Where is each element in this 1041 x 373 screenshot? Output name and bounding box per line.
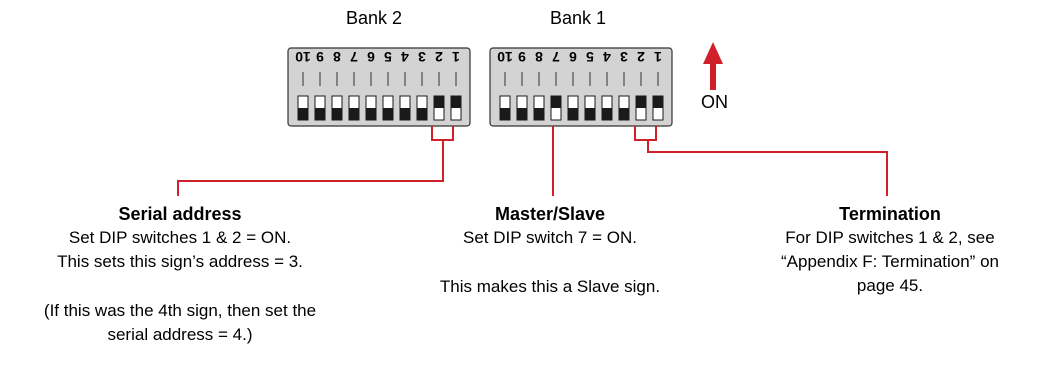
bank-2-label: Bank 2 xyxy=(346,8,403,28)
termination-leader xyxy=(647,140,888,196)
dip-switch-lever-on xyxy=(653,96,663,108)
dip-switch-lever-off xyxy=(602,108,612,120)
dip-switch-lever-on xyxy=(451,96,461,108)
switch-number: 6 xyxy=(367,49,375,65)
dip-switch-lever-off xyxy=(332,108,342,120)
master-slave-line-2: This makes this a Slave sign. xyxy=(439,277,661,296)
switch-number: 5 xyxy=(384,49,392,65)
switch-number: 2 xyxy=(637,49,645,65)
master-slave-title: Master/Slave xyxy=(494,204,606,224)
serial-address-line-1: Set DIP switches 1 & 2 = ON. xyxy=(68,228,292,247)
dip-switch-lever-off xyxy=(585,108,595,120)
termination-line-1: For DIP switches 1 & 2, see xyxy=(785,228,995,247)
dip-switch-lever-off xyxy=(349,108,359,120)
serial-address-note-1: (If this was the 4th sign, then set the xyxy=(43,301,317,320)
switch-number: 4 xyxy=(603,49,611,65)
switch-number: 3 xyxy=(418,49,426,65)
switch-number: 9 xyxy=(316,49,324,65)
termination-title: Termination xyxy=(839,204,941,224)
bank-1-label: Bank 1 xyxy=(550,8,607,28)
termination-line-3: page 45. xyxy=(856,276,924,295)
dip-switch-lever-off xyxy=(619,108,629,120)
switch-number: 10 xyxy=(497,49,513,65)
dip-switch-lever-off xyxy=(315,108,325,120)
switch-number: 3 xyxy=(620,49,628,65)
switch-number: 9 xyxy=(518,49,526,65)
dip-switch-lever-off xyxy=(568,108,578,120)
switch-number: 4 xyxy=(401,49,409,65)
dip-switch-lever-off xyxy=(534,108,544,120)
switch-number: 6 xyxy=(569,49,577,65)
switch-number: 7 xyxy=(552,49,560,65)
switch-number: 8 xyxy=(333,49,341,65)
serial-address-line-2: This sets this sign’s address = 3. xyxy=(57,252,303,271)
dip-switch-lever-off xyxy=(366,108,376,120)
dip-switch-lever-off xyxy=(298,108,308,120)
serial-address-note-2: serial address = 4.) xyxy=(107,325,253,344)
dip-switch-lever-on xyxy=(551,96,561,108)
dip-switch-lever-off xyxy=(383,108,393,120)
dip-switch-lever-off xyxy=(400,108,410,120)
on-label: ON xyxy=(701,92,728,112)
master-slave-line-1: Set DIP switch 7 = ON. xyxy=(462,228,637,247)
termination-callout: Termination For DIP switches 1 & 2, see … xyxy=(750,202,1030,298)
termination-connector xyxy=(634,126,657,141)
switch-number: 1 xyxy=(654,49,662,65)
serial-address-connector xyxy=(431,126,454,141)
switch-number: 2 xyxy=(435,49,443,65)
switch-number: 1 xyxy=(452,49,460,65)
switch-number: 5 xyxy=(586,49,594,65)
serial-address-title: Serial address xyxy=(118,204,242,224)
dip-switch-lever-on xyxy=(636,96,646,108)
dip-switch-lever-off xyxy=(517,108,527,120)
serial-address-leader xyxy=(177,140,444,196)
dip-switch-lever-off xyxy=(500,108,510,120)
bank-1-switches xyxy=(499,95,664,121)
dip-switch-lever-off xyxy=(417,108,427,120)
on-arrow-icon xyxy=(703,42,723,90)
termination-line-2: “Appendix F: Termination” on xyxy=(781,252,999,271)
serial-address-callout: Serial address Set DIP switches 1 & 2 = … xyxy=(30,202,330,347)
switch-number: 7 xyxy=(350,49,358,65)
bank-2-switches xyxy=(297,95,462,121)
master-slave-callout: Master/Slave Set DIP switch 7 = ON. This… xyxy=(420,202,680,299)
switch-number: 8 xyxy=(535,49,543,65)
dip-switch-lever-on xyxy=(434,96,444,108)
switch-number: 10 xyxy=(295,49,311,65)
bank-2-ticks xyxy=(302,72,457,86)
bank-1-ticks xyxy=(504,72,659,86)
